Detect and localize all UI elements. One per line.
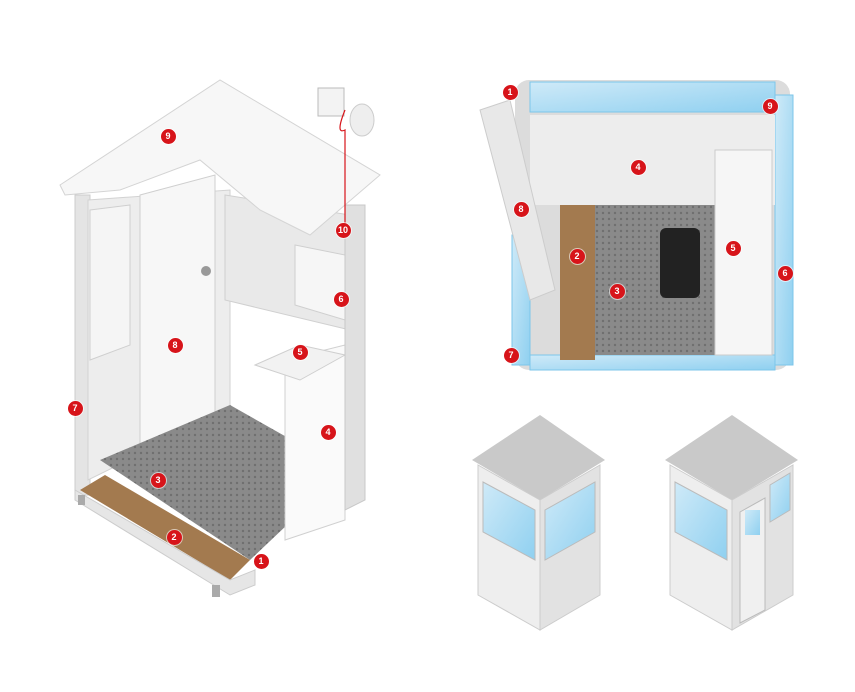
door [139, 174, 216, 456]
callout-top-9: 9 [762, 98, 778, 114]
callout-top-4: 4 [630, 159, 646, 175]
callout-left-9: 9 [160, 128, 176, 144]
callout-top-6: 6 [777, 265, 793, 281]
counter-wall [284, 344, 346, 541]
desk [714, 149, 773, 356]
callout-left-4: 4 [320, 424, 336, 440]
callout-left-5: 5 [292, 344, 308, 360]
office-chair [660, 228, 700, 298]
callout-left-6: 6 [333, 291, 349, 307]
wire-line [339, 109, 346, 230]
small-booth-door [665, 415, 798, 631]
wood-strip [560, 205, 595, 360]
callout-top-2: 2 [569, 248, 585, 264]
roof [59, 79, 381, 236]
light-bulb [349, 103, 375, 137]
light-switch [317, 87, 345, 117]
callout-left-10: 10 [335, 222, 351, 238]
wood-step [80, 475, 250, 580]
callout-left-2: 2 [166, 529, 182, 545]
callout-top-7: 7 [503, 347, 519, 363]
callout-left-3: 3 [150, 472, 166, 488]
callout-top-8: 8 [513, 201, 529, 217]
callout-top-5: 5 [725, 240, 741, 256]
callout-left-8: 8 [167, 337, 183, 353]
open-door [479, 99, 556, 301]
door-knob [201, 266, 211, 276]
top-view-booth [479, 80, 794, 371]
callout-left-1: 1 [253, 553, 269, 569]
callout-left-7: 7 [67, 400, 83, 416]
callout-top-1: 1 [502, 84, 518, 100]
callout-top-3: 3 [609, 283, 625, 299]
floor-mat [100, 405, 345, 560]
small-booth-windows [472, 415, 605, 631]
cutaway-booth [59, 79, 381, 597]
